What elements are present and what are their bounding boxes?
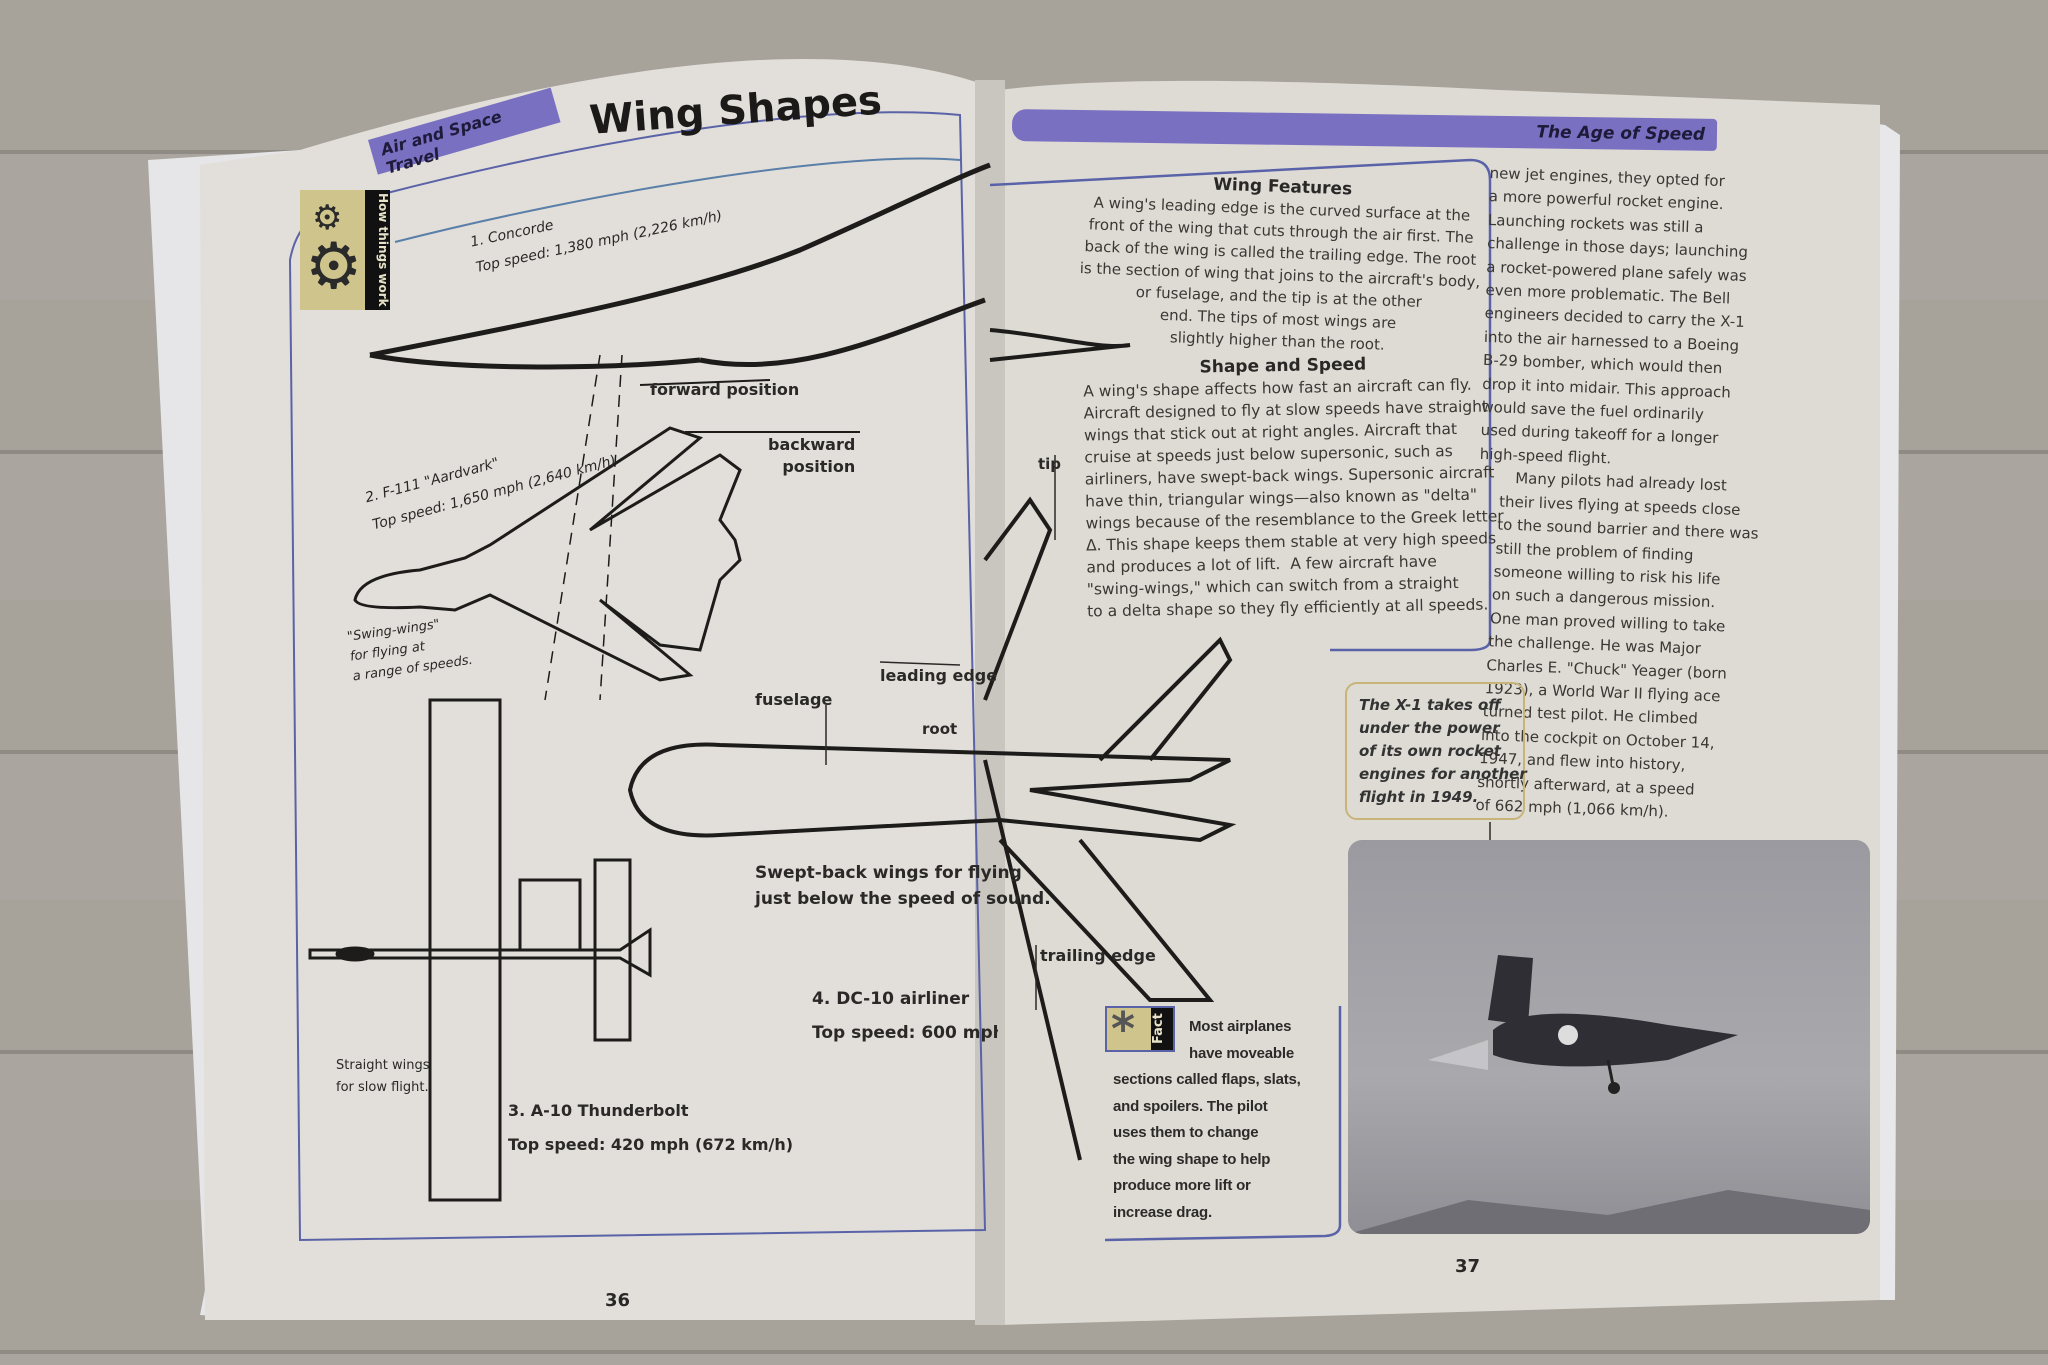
text-line: The X-1 takes off <box>1359 696 1501 714</box>
swept-back-caption: Swept-back wings for flying just below t… <box>755 860 1051 912</box>
fact-text: Most airplanes have moveable sections call… <box>1113 1014 1335 1226</box>
text-line: the wing shape to help <box>1113 1150 1271 1168</box>
text-line: of its own rocket <box>1359 742 1501 760</box>
note-line: for slow flight. <box>336 1080 429 1095</box>
wing-features-text: A wing's leading edge is the curved surf… <box>1077 191 1482 359</box>
text-line: flight in 1949. <box>1359 788 1479 806</box>
fuselage-label: fuselage <box>755 690 833 709</box>
fact-frame <box>1104 1006 1342 1242</box>
backward-position-label: backward position <box>768 434 855 478</box>
leading-edge-label: leading edge <box>880 666 998 685</box>
how-things-work-badge: ⚙ ⚙ How things work <box>300 190 390 310</box>
section-band-label: The Age of Speed <box>1536 122 1706 145</box>
dc10-drawing <box>627 496 1237 1161</box>
f111-drawing <box>353 354 860 701</box>
a10-speed: Top speed: 420 mph (672 km/h) <box>508 1135 794 1154</box>
left-page <box>200 58 1000 1321</box>
page-number-left: 36 <box>605 1290 631 1311</box>
caption-line: just below the speed of sound. <box>755 889 1051 909</box>
a10-drawing <box>308 698 652 1202</box>
gear-large-icon: ⚙ <box>305 230 363 304</box>
x1-rocket-plane-image <box>1348 955 1870 1234</box>
concorde-drawing <box>369 162 991 370</box>
trailing-edge-label: trailing edge <box>1040 946 1156 965</box>
text-line: and spoilers. The pilot <box>1113 1097 1268 1115</box>
a10-label: 3. A-10 Thunderbolt Top speed: 420 mph (… <box>508 1094 793 1162</box>
fact-box: * Fact Most airplanes have moveable sectio… <box>1105 1002 1337 1234</box>
text-line: Most airplanes <box>1189 1018 1292 1035</box>
text-line: increase drag. <box>1113 1203 1212 1221</box>
shape-speed-text: A wing's shape affects how fast an aircr… <box>1083 374 1504 623</box>
asterisk-icon: * <box>1111 1002 1136 1056</box>
note-line: Straight wings <box>336 1058 430 1073</box>
how-things-work-tab: How things work <box>365 190 390 310</box>
text-line: sections called flaps, slats, <box>1113 1071 1301 1088</box>
label-line: position <box>782 457 856 476</box>
label-line: backward <box>768 435 856 454</box>
dc10-name: 4. DC-10 airliner <box>812 989 970 1009</box>
text-line: produce more lift or <box>1113 1177 1251 1194</box>
a10-name: 3. A-10 Thunderbolt <box>508 1101 689 1120</box>
forward-position-label: forward position <box>650 380 800 399</box>
dc10-speed: Top speed: 600 mph (960 km/h) <box>812 1023 998 1043</box>
wing-features-frame <box>989 158 1492 652</box>
text-line: have moveable <box>1189 1044 1294 1062</box>
gear-icon: ⚙ <box>312 198 343 238</box>
caption-line: Swept-back wings for flying <box>755 863 1022 883</box>
tip-label: tip <box>1038 455 1062 473</box>
concorde-nose-drawing <box>989 328 1131 362</box>
text-line: engines for another <box>1359 765 1527 783</box>
title-underline <box>394 157 961 243</box>
text-line: under the power <box>1359 719 1500 737</box>
book-gutter <box>975 80 1005 1325</box>
dc10-label: 4. DC-10 airliner Top speed: 600 mph (96… <box>812 982 998 1050</box>
wing-features-block: Wing Features A wing's leading edge is t… <box>1077 169 1483 359</box>
page-number-right: 37 <box>1455 1256 1481 1277</box>
root-label: root <box>922 720 958 738</box>
fact-badge: * Fact <box>1105 1002 1175 1056</box>
x1-photo <box>1348 840 1870 1234</box>
straight-wings-note: Straight wings for slow flight. <box>336 1055 430 1099</box>
photo-caption: The X-1 takes off under the power of its o… <box>1345 682 1527 820</box>
shape-speed-block: Shape and Speed A wing's shape affects h… <box>1083 352 1504 623</box>
text-line: uses them to change <box>1113 1124 1259 1141</box>
